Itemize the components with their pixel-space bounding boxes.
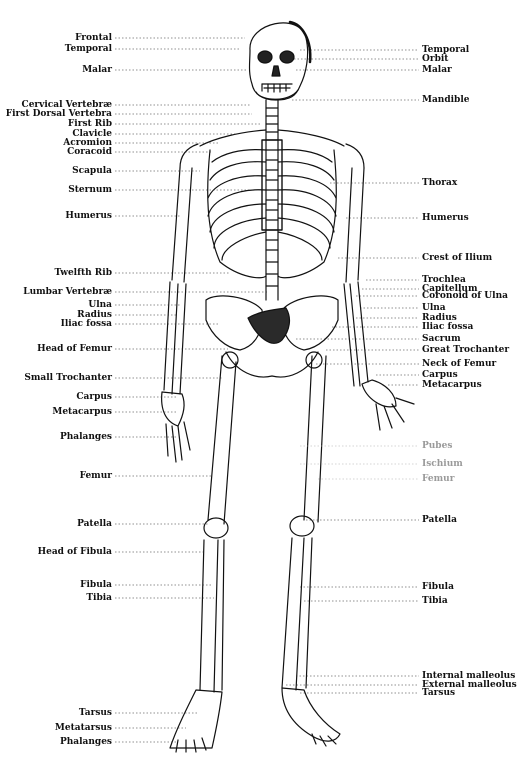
label-coronoid-of-ulna: Coronoid of Ulna (422, 291, 508, 301)
label-metacarpus: Metacarpus (52, 407, 112, 417)
label-great-trochanter: Great Trochanter (422, 345, 510, 355)
label-phalanges-foot: Phalanges (59, 737, 112, 747)
label-internal-malleolus: Internal malleolus (422, 671, 516, 681)
rib-cage (207, 139, 337, 279)
label-ulna: Ulna (88, 300, 112, 310)
label-tarsus: Tarsus (422, 688, 456, 698)
leg-right (281, 355, 341, 747)
label-frontal: Frontal (75, 33, 112, 43)
label-head-of-fibula: Head of Fibula (37, 547, 112, 557)
label-metatarsus: Metatarsus (54, 723, 112, 733)
label-sternum: Sternum (68, 185, 112, 195)
label-iliac-fossa: Iliac fossa (60, 319, 112, 329)
label-phalanges: Phalanges (59, 432, 112, 442)
label-trochlea: Trochlea (422, 275, 466, 285)
label-first-dorsal-vertebra: First Dorsal Vertebra (5, 109, 112, 119)
leg-left (169, 355, 237, 753)
label-small-trochanter: Small Trochanter (24, 373, 112, 383)
label-orbit: Orbit (422, 54, 449, 64)
label-clavicle: Clavicle (72, 129, 112, 139)
label-metacarpus: Metacarpus (422, 380, 482, 390)
label-head-of-femur: Head of Femur (37, 344, 112, 354)
label-sacrum: Sacrum (422, 334, 461, 344)
label-carpus: Carpus (76, 392, 112, 402)
label-fibula: Fibula (422, 582, 454, 592)
arm-right (343, 167, 415, 431)
label-coracoid: Coracoid (67, 147, 112, 157)
label-ulna: Ulna (422, 303, 446, 313)
arm-left (161, 167, 193, 463)
label-malar: Malar (422, 65, 452, 75)
label-cervical-vertebrae: Cervical Vertebræ (21, 100, 112, 110)
label-radius: Radius (422, 313, 457, 323)
label-scapula: Scapula (72, 166, 112, 176)
skull (248, 20, 312, 101)
label-thorax: Thorax (422, 178, 458, 188)
label-crest-of-ilium: Crest of Ilium (422, 253, 493, 263)
leader-lines (115, 37, 419, 743)
label-lumbar-vertebrae: Lumbar Vertebræ (23, 287, 112, 297)
label-patella: Patella (77, 519, 112, 529)
label-temporal: Temporal (422, 45, 470, 55)
label-malar: Malar (82, 65, 112, 75)
label-iliac-fossa: Iliac fossa (422, 322, 474, 332)
clavicle-left (199, 129, 267, 147)
label-femur: Femur (422, 474, 455, 484)
clavicle-right (277, 129, 345, 147)
label-fibula: Fibula (80, 580, 112, 590)
label-pubes: Pubes (422, 441, 453, 451)
label-mandible: Mandible (422, 95, 470, 105)
label-external-malleolus: External malleolus (422, 680, 517, 690)
label-patella: Patella (422, 515, 457, 525)
label-capitellum: Capitellum (422, 284, 478, 294)
label-first-rib: First Rib (67, 119, 112, 129)
label-ischium: Ischium (422, 459, 463, 469)
label-carpus: Carpus (422, 370, 458, 380)
label-humerus: Humerus (422, 213, 469, 223)
label-radius: Radius (77, 310, 112, 320)
label-tarsus: Tarsus (78, 708, 112, 718)
label-twelfth-rib: Twelfth Rib (54, 268, 113, 278)
label-acromion: Acromion (63, 138, 112, 148)
label-neck-of-femur: Neck of Femur (422, 359, 497, 369)
label-humerus: Humerus (65, 211, 112, 221)
label-tibia: Tibia (86, 593, 112, 603)
label-temporal: Temporal (64, 44, 112, 54)
spine (265, 99, 279, 301)
pelvis (205, 295, 339, 378)
label-tibia: Tibia (422, 596, 448, 606)
label-femur: Femur (79, 471, 112, 481)
